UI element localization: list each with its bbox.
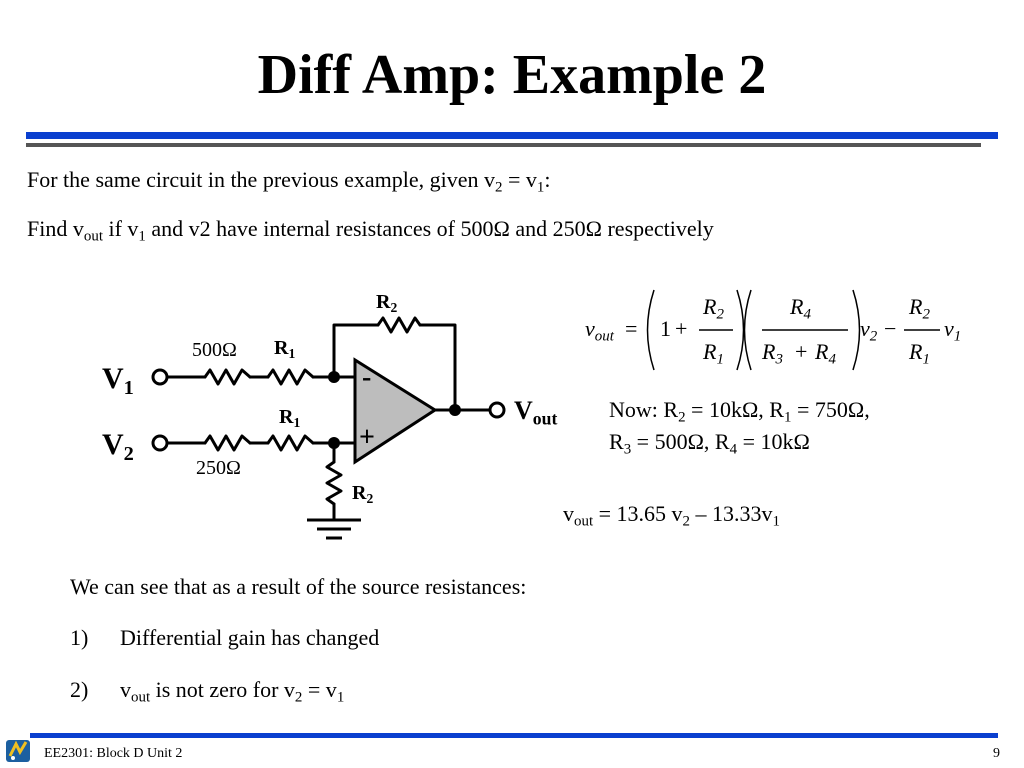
resistor-r2-top-zigzag (376, 316, 422, 334)
formula-r2-num: R2 (703, 294, 724, 323)
junction-dot (328, 371, 340, 383)
opamp-minus-label: - (362, 362, 372, 393)
values-line-1: Now: R2 = 10kΩ, R1 = 750Ω, (609, 397, 870, 426)
slide-title: Diff Amp: Example 2 (257, 44, 767, 106)
formula-vout: vout (585, 316, 614, 345)
r2-top-label: R2 (376, 291, 398, 316)
r1-bottom-label: R1 (279, 406, 301, 431)
ground-icon (307, 518, 361, 540)
formula-r4-den: R4 (815, 339, 836, 368)
formula-r1-den: R1 (703, 339, 724, 368)
source-resistor-500-label: 500Ω (192, 339, 237, 361)
formula-equals: = (625, 316, 638, 341)
formula-den-plus: + (795, 339, 808, 364)
resistor-r1-top-zigzag (266, 368, 315, 386)
v1-label: V1 (102, 362, 134, 400)
source-resistor-250-label: 250Ω (196, 457, 241, 479)
junction-dot (449, 404, 461, 416)
university-logo-icon (6, 740, 30, 762)
formula-one: 1 (660, 316, 671, 341)
intro-line-2: Find vout if v1 and v2 have internal res… (27, 216, 714, 245)
v2-label: V2 (102, 428, 134, 466)
footer-rule (30, 733, 998, 738)
footer-page-number: 9 (993, 746, 1000, 761)
formula-v2: v2 (860, 316, 878, 345)
opamp-plus-label: + (359, 422, 375, 453)
resistor-r1-bot-zigzag (266, 434, 315, 452)
formula-r1-den-b: R1 (909, 339, 930, 368)
conclusion-item-1: 1)Differential gain has changed (70, 625, 380, 650)
v2-terminal-icon (151, 434, 169, 452)
conclusion-item-2: 2)vout is not zero for v2 = v1 (70, 677, 345, 706)
r2-bottom-label: R2 (352, 482, 374, 507)
formula-r2-num-b: R2 (909, 294, 930, 323)
v1-terminal-icon (151, 368, 169, 386)
values-line-2: R3 = 500Ω, R4 = 10kΩ (609, 429, 810, 458)
resistor-250-zigzag (203, 434, 252, 452)
formula-plus: + (675, 316, 688, 341)
r1-top-label: R1 (274, 337, 296, 362)
conclusion-intro: We can see that as a result of the sourc… (70, 574, 527, 599)
resistor-r2-bot-zigzag (325, 460, 343, 506)
title-rule-blue (26, 132, 998, 139)
resistor-500-zigzag (203, 368, 252, 386)
junction-dot (328, 437, 340, 449)
vout-terminal-icon (488, 401, 506, 419)
result-line: vout = 13.65 v2 – 13.33v1 (563, 501, 780, 530)
formula-v1: v1 (944, 316, 962, 345)
title-rule-gray (26, 143, 981, 147)
opamp-triangle (353, 357, 438, 465)
vout-label: Vout (514, 396, 558, 429)
intro-line-1: For the same circuit in the previous exa… (27, 167, 551, 196)
footer-course: EE2301: Block D Unit 2 (44, 746, 183, 761)
formula-r3-den: R3 (762, 339, 783, 368)
formula-r4-num: R4 (790, 294, 811, 323)
formula-minus: − (884, 316, 897, 341)
